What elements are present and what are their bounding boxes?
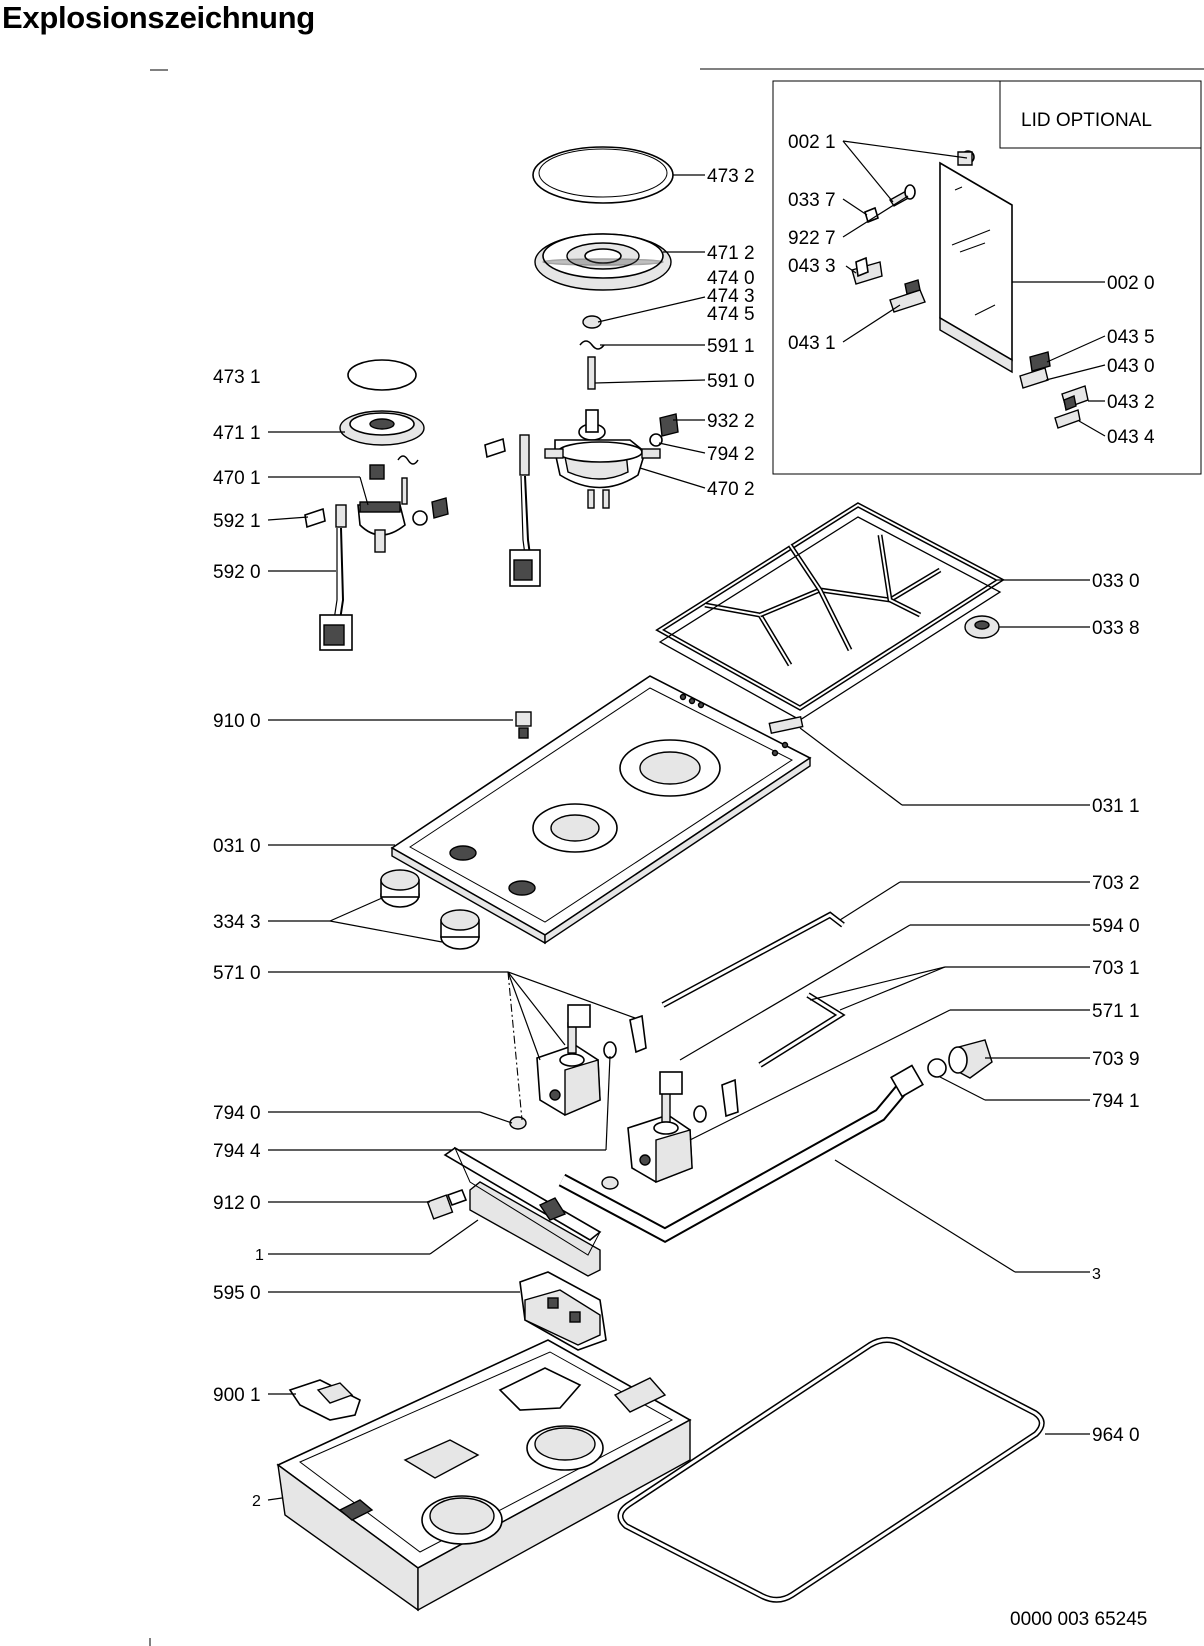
label-964-0: 964 0 [1092, 1425, 1140, 1446]
label-474-3: 474 3 [707, 286, 755, 307]
gasket-drawing [617, 1337, 1045, 1603]
pan-support-drawing [655, 502, 1005, 721]
glass-lid-drawing [939, 150, 1013, 374]
label-043-2: 043 2 [1107, 392, 1155, 413]
label-033-7: 033 7 [788, 190, 836, 211]
cooktop-plate-drawing [390, 675, 812, 945]
knobs-drawing [380, 869, 480, 950]
label-900-1: 900 1 [213, 1385, 261, 1406]
housing-tray-drawing [276, 1339, 692, 1612]
thermocouple-drawing [304, 434, 541, 651]
label-470-1: 470 1 [213, 468, 261, 489]
label-591-1: 591 1 [707, 336, 755, 357]
label-594-0: 594 0 [1092, 916, 1140, 937]
valve-bracket-drawing [426, 1146, 607, 1351]
label-571-0: 571 0 [213, 963, 261, 984]
label-703-9: 703 9 [1092, 1049, 1140, 1070]
label-002-0: 002 0 [1107, 273, 1155, 294]
label-595-0: 595 0 [213, 1283, 261, 1304]
label-932-2: 932 2 [707, 411, 755, 432]
label-591-0: 591 0 [707, 371, 755, 392]
label-910-0: 910 0 [213, 711, 261, 732]
label-703-2: 703 2 [1092, 873, 1140, 894]
label-592-1: 592 1 [213, 511, 261, 532]
label-571-1: 571 1 [1092, 1001, 1140, 1022]
lid-inset: LID OPTIONAL [772, 80, 1202, 475]
label-043-4: 043 4 [1107, 427, 1155, 448]
label-473-2: 473 2 [707, 166, 755, 187]
label-470-2: 470 2 [707, 479, 755, 500]
label-474-5: 474 5 [707, 304, 755, 325]
label-031-1: 031 1 [1092, 796, 1140, 817]
label-1: 1 [255, 1247, 264, 1264]
label-033-0: 033 0 [1092, 571, 1140, 592]
label-794-4: 794 4 [213, 1141, 261, 1162]
label-334-3: 334 3 [213, 912, 261, 933]
label-592-0: 592 0 [213, 562, 261, 583]
inset-caption-frame [999, 81, 1201, 149]
label-002-1: 002 1 [788, 132, 836, 153]
label-031-0: 031 0 [213, 836, 261, 857]
label-471-2: 471 2 [707, 243, 755, 264]
label-033-8: 033 8 [1092, 618, 1140, 639]
gas-valves-drawing [509, 1004, 739, 1190]
label-043-0: 043 0 [1107, 356, 1155, 377]
label-794-0: 794 0 [213, 1103, 261, 1124]
gas-pipes-drawing [558, 911, 993, 1243]
inset-caption: LID OPTIONAL [1021, 110, 1152, 131]
label-473-1: 473 1 [213, 367, 261, 388]
label-922-7: 922 7 [788, 228, 836, 249]
label-043-3: 043 3 [788, 256, 836, 277]
label-043-5: 043 5 [1107, 327, 1155, 348]
label-2: 2 [252, 1493, 261, 1510]
label-043-1: 043 1 [788, 333, 836, 354]
label-474-0: 474 0 [707, 268, 755, 289]
page-title: Explosionszeichnung [2, 0, 315, 35]
label-912-0: 912 0 [213, 1193, 261, 1214]
label-794-2: 794 2 [707, 444, 755, 465]
inset-frame [772, 80, 1202, 475]
label-794-1: 794 1 [1092, 1091, 1140, 1112]
drawing-number: 0000 003 65245 [1010, 1609, 1147, 1630]
label-3: 3 [1092, 1266, 1101, 1283]
small-burner-drawing [339, 359, 449, 553]
label-471-1: 471 1 [213, 423, 261, 444]
large-burner-drawing [532, 146, 679, 509]
hinge-parts-drawing [851, 184, 1089, 429]
label-703-1: 703 1 [1092, 958, 1140, 979]
